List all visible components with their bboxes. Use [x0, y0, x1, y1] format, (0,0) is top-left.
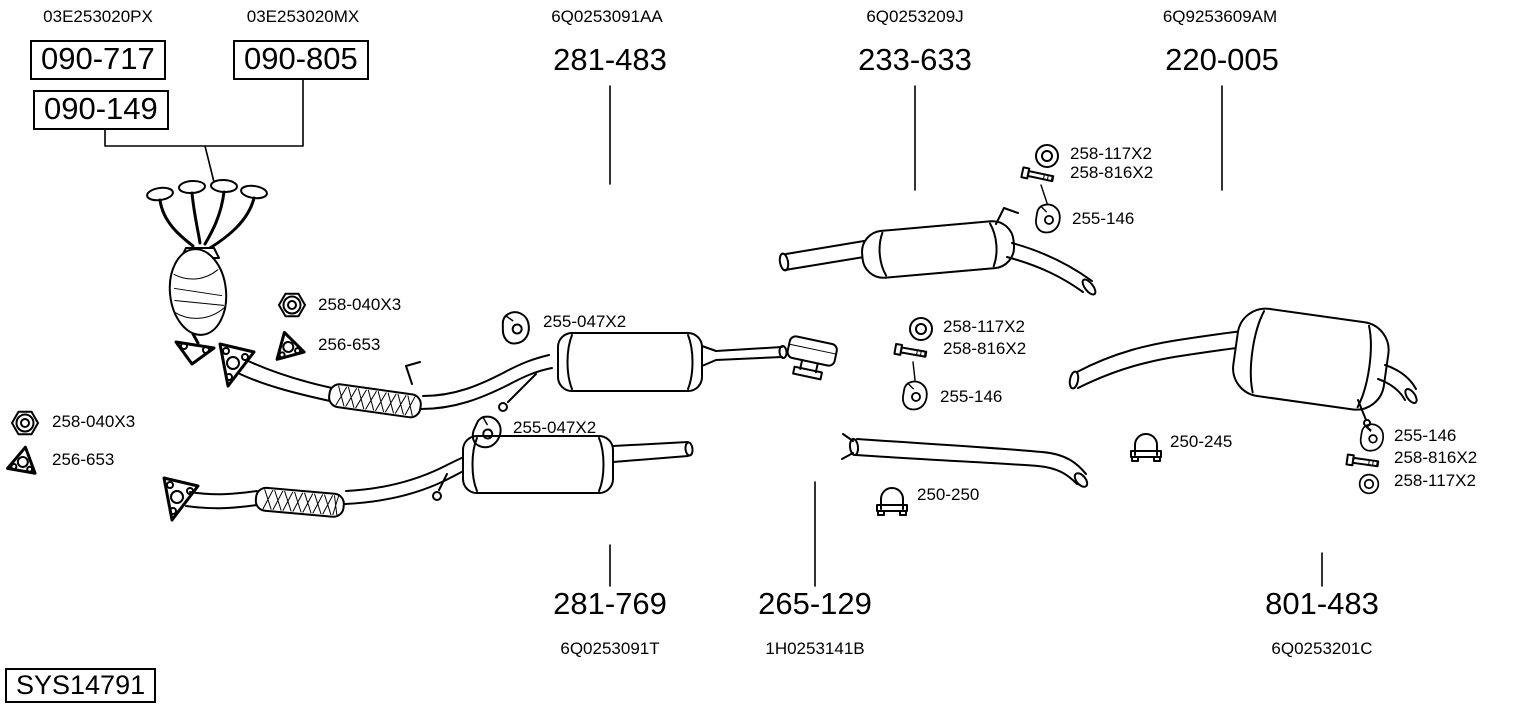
- callout-label[interactable]: 256-653: [52, 450, 115, 469]
- connecting-pipe-drawing: [841, 433, 1089, 488]
- oem-number: 03E253020MX: [246, 7, 360, 26]
- callout-label[interactable]: 258-040X3: [52, 412, 136, 431]
- part-number[interactable]: 233-633: [858, 42, 972, 77]
- callout-label[interactable]: 255-146: [940, 387, 1003, 406]
- hanger-icon: [1359, 423, 1385, 452]
- center-silencer-drawing: [778, 207, 1097, 296]
- oem-number: 1H0253141B: [765, 639, 865, 658]
- callout-label[interactable]: 258-117X2: [1394, 471, 1476, 490]
- callout-label[interactable]: 255-047X2: [543, 312, 627, 331]
- part-number[interactable]: 220-005: [1165, 42, 1279, 77]
- hanger-icon: [498, 309, 533, 347]
- system-code: SYS14791: [5, 668, 157, 704]
- cluster-connector-lines: [912, 184, 1372, 431]
- part-number-boxed[interactable]: 090-805: [233, 40, 369, 80]
- hex-nut-icon: [11, 410, 39, 436]
- callout-label[interactable]: 255-146: [1072, 209, 1135, 228]
- callout-label[interactable]: 256-653: [318, 335, 381, 354]
- clamp-icon: [876, 487, 908, 516]
- mounting-clamp-drawing: [786, 335, 838, 381]
- callout-label[interactable]: 255-146: [1394, 426, 1457, 445]
- washer-icon: [1035, 144, 1059, 168]
- callout-label[interactable]: 258-117X2: [1070, 144, 1152, 163]
- bolt-icon: [1020, 166, 1055, 185]
- callout-label[interactable]: 250-250: [917, 485, 980, 504]
- hex-nut-icon: [278, 292, 306, 318]
- front-pipe-2-drawing: [162, 435, 694, 522]
- hanger-icon: [1035, 203, 1061, 234]
- oem-number: 6Q9253609AM: [1162, 7, 1278, 26]
- gasket-icon: [5, 443, 41, 475]
- part-number[interactable]: 265-129: [758, 586, 872, 621]
- washer-icon: [1358, 473, 1380, 495]
- leader-lines: [104, 79, 1323, 587]
- part-number-boxed[interactable]: 090-149: [33, 90, 169, 130]
- manifold-catalytic-converter-drawing: [146, 178, 268, 366]
- callout-label[interactable]: 258-816X2: [943, 339, 1027, 358]
- part-number[interactable]: 281-483: [553, 42, 667, 77]
- callout-label[interactable]: 258-040X3: [318, 295, 402, 314]
- front-pipe-1-drawing: [218, 332, 788, 419]
- part-number[interactable]: 801-483: [1265, 586, 1379, 621]
- callout-label[interactable]: 258-117X2: [943, 317, 1025, 336]
- bolt-icon: [1345, 453, 1380, 470]
- washer-icon: [909, 317, 933, 341]
- callout-label[interactable]: 255-047X2: [513, 418, 597, 437]
- gasket-icon: [269, 327, 306, 361]
- callout-label[interactable]: 258-816X2: [1394, 448, 1478, 467]
- callout-label[interactable]: 258-816X2: [1070, 163, 1154, 182]
- oem-number: 6Q0253209J: [866, 7, 964, 26]
- callout-label[interactable]: 250-245: [1170, 432, 1233, 451]
- oem-number: 6Q0253201C: [1271, 639, 1373, 658]
- clamp-icon: [1130, 433, 1162, 462]
- oem-number: 6Q0253091AA: [551, 7, 663, 26]
- part-number-boxed[interactable]: 090-717: [30, 40, 166, 80]
- part-number[interactable]: 281-769: [553, 586, 667, 621]
- oem-number: 6Q0253091T: [560, 639, 660, 658]
- hanger-icon: [902, 380, 928, 411]
- oem-number: 03E253020PX: [43, 7, 153, 26]
- rear-silencer-drawing: [1068, 307, 1418, 427]
- bolt-icon: [893, 342, 928, 361]
